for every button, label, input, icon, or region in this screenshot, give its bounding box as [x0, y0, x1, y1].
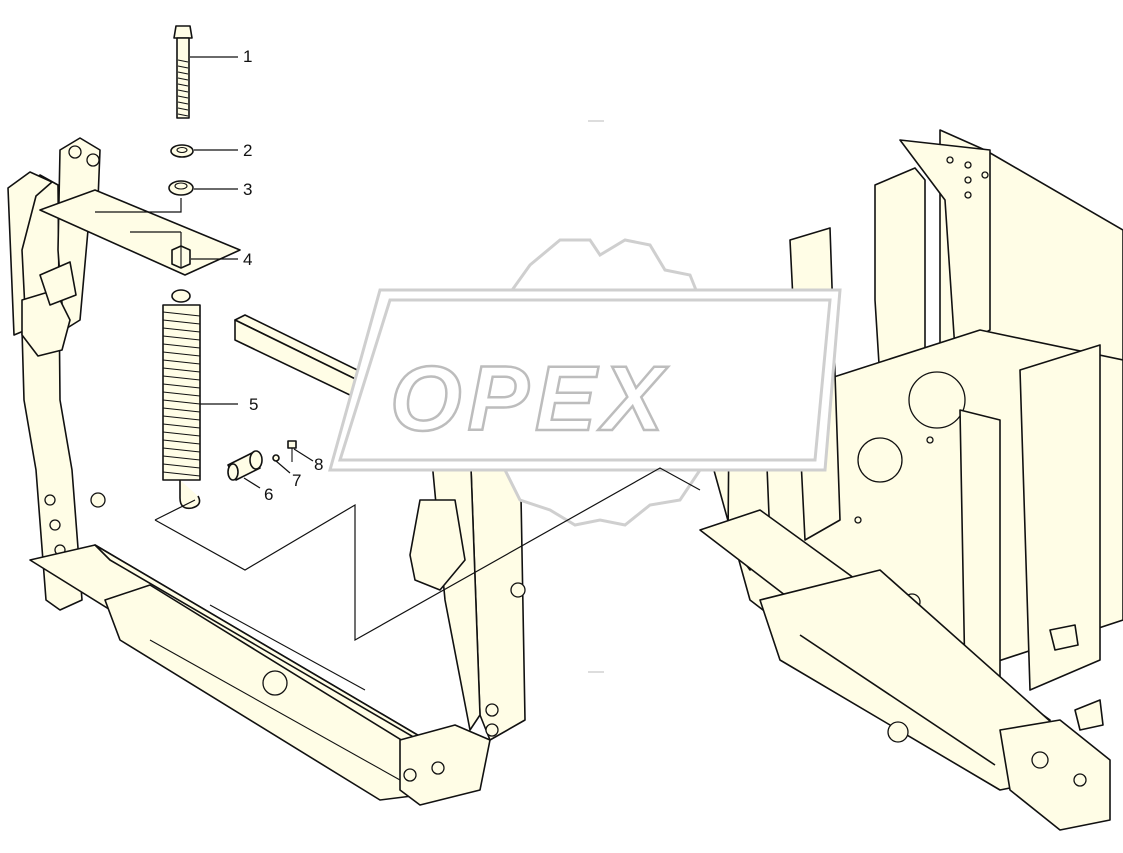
callout-8[interactable]: 8 [314, 455, 323, 474]
callout-2[interactable]: 2 [243, 141, 252, 160]
part-2-washer[interactable] [170, 144, 194, 158]
callout-3[interactable]: 3 [243, 180, 252, 199]
callout-labels: 1 2 3 4 5 6 7 8 [243, 47, 323, 504]
assembly-lines [95, 198, 701, 642]
callout-5[interactable]: 5 [249, 395, 258, 414]
opex-watermark: OPEX [328, 238, 842, 527]
part-7-washer[interactable] [272, 454, 280, 462]
part-8-screw[interactable] [287, 440, 297, 462]
callout-6[interactable]: 6 [264, 485, 273, 504]
watermark-text: OPEX [390, 348, 670, 450]
part-3-spacer[interactable] [168, 180, 194, 196]
part-5-spring[interactable] [162, 289, 201, 510]
callout-4[interactable]: 4 [243, 250, 252, 269]
part-1-bolt[interactable] [173, 25, 193, 119]
watermark-frame-inner [337, 298, 832, 462]
callout-1[interactable]: 1 [243, 47, 252, 66]
callout-leaders [190, 56, 314, 489]
right-frame [699, 129, 1123, 831]
watermark-frame-outer [328, 288, 842, 472]
callout-7[interactable]: 7 [292, 471, 301, 490]
part-4-nut[interactable] [171, 245, 191, 269]
part-6-pin[interactable] [227, 450, 263, 481]
